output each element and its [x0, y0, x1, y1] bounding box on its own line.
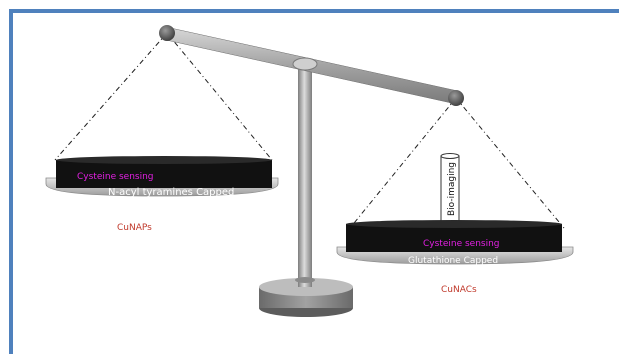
pivot-cap: [293, 58, 317, 70]
right-beam-knob: [448, 90, 464, 106]
tube-label: Bio-imaging: [447, 162, 457, 216]
right-pan: Bio-imaging Cysteine sensing Glutathione…: [337, 154, 573, 267]
frame-border-top: [9, 9, 619, 13]
left-capping-label: N-acyl tyramines Capped: [108, 187, 234, 198]
right-capping-label: Glutathione Capped: [408, 256, 498, 266]
left-beam-knob: [159, 25, 175, 41]
bio-imaging-tube: Bio-imaging: [441, 154, 459, 224]
left-sensing-label: Cysteine sensing: [77, 172, 154, 182]
right-sensing-label: Cysteine sensing: [423, 239, 500, 249]
frame-border-left: [9, 9, 13, 354]
stand-pole: [298, 68, 312, 287]
left-pan: Cysteine sensing N-acyl tyramines Capped: [46, 156, 278, 198]
left-material-label: CuNAPs: [117, 223, 152, 233]
right-material-label: CuNACs: [441, 285, 477, 295]
